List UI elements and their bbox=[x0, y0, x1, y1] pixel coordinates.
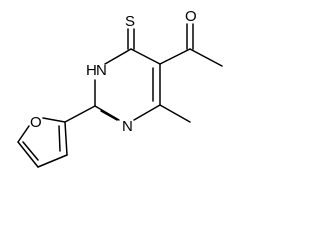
atom-label-furan-oxygen: O bbox=[30, 114, 42, 131]
atom-label-carbonyl-oxygen: O bbox=[185, 8, 197, 25]
molecule-structure: S H N N O O bbox=[17, 8, 223, 168]
atom-label-thione-sulfur: S bbox=[125, 13, 135, 30]
atom-label-ring-nh-hydrogen: H bbox=[86, 62, 97, 79]
bond-c5-acyl bbox=[159, 48, 191, 65]
bond-c2-n1 bbox=[94, 105, 120, 121]
bond-furan-c2-c3 bbox=[64, 121, 68, 156]
bond-acyl-methyl bbox=[189, 48, 223, 67]
bond-furan-c3-c4 bbox=[37, 154, 68, 168]
bond-furan-c5-o bbox=[17, 125, 30, 143]
bond-furan-c4-c5 bbox=[17, 141, 39, 168]
bond-c4-n3 bbox=[104, 48, 132, 65]
bond-furan-o-c2 bbox=[42, 117, 66, 123]
bond-c2-n1-inner bbox=[100, 110, 118, 121]
bond-furan-c2-c3-inner bbox=[58, 125, 61, 152]
bond-c6-methyl bbox=[159, 104, 191, 123]
bond-furan-c4-c5-inner bbox=[22, 141, 39, 161]
bond-c2-furan bbox=[64, 105, 96, 123]
atom-label-ring-nh-nitrogen: N bbox=[96, 62, 107, 79]
bond-n1-c6 bbox=[133, 104, 161, 121]
bond-c5-c4 bbox=[130, 48, 161, 65]
atom-label-ring-nitrogen: N bbox=[122, 118, 133, 135]
